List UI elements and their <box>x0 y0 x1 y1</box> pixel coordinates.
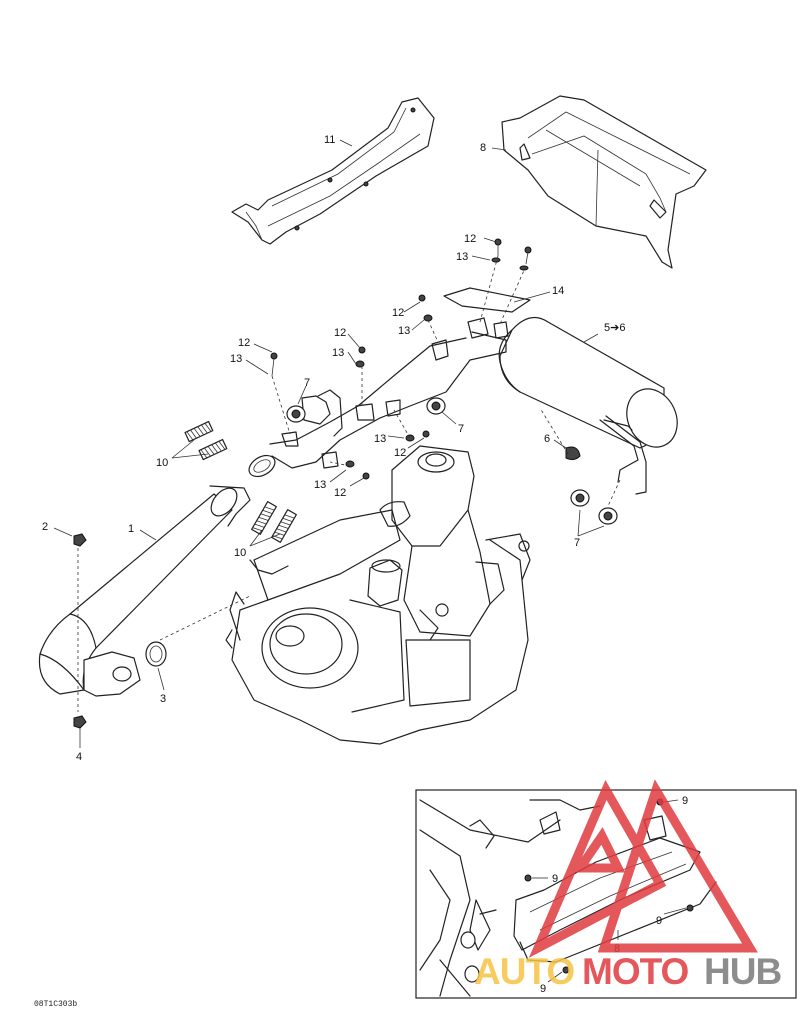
callout-9: 9 <box>656 915 662 927</box>
autmotohub-watermark: AUTO MOTO HUB <box>474 779 782 992</box>
callout-9: 9 <box>540 983 546 995</box>
callout-12: 12 <box>464 233 476 245</box>
callout-9: 9 <box>552 873 558 885</box>
callout-12: 12 <box>394 447 406 459</box>
muffler-5 <box>498 316 678 495</box>
callout-13: 13 <box>314 479 326 491</box>
callout-12: 12 <box>392 307 404 319</box>
heat-shield-11 <box>231 97 435 245</box>
callout-6: 6 <box>544 433 550 445</box>
callout-13: 13 <box>332 347 344 359</box>
guide-lines <box>77 255 621 712</box>
engine-block <box>225 445 531 745</box>
callout-14: 14 <box>552 285 564 297</box>
callout-1: 1 <box>128 523 134 535</box>
callout-12: 12 <box>334 487 346 499</box>
callout-2: 2 <box>42 521 48 533</box>
gasket-3 <box>145 641 167 667</box>
callout-4: 4 <box>76 751 82 763</box>
callout-10: 10 <box>234 547 246 559</box>
nuts-2-4 <box>73 533 87 729</box>
heat-shield-8 <box>501 95 707 269</box>
watermark-auto: AUTO <box>474 951 574 992</box>
watermark-hub: HUB <box>704 951 781 992</box>
callout-7: 7 <box>304 377 310 389</box>
callout-13: 13 <box>374 433 386 445</box>
callout-13: 13 <box>230 353 242 365</box>
callout-10: 10 <box>156 457 168 469</box>
exhaust-pipe-1 <box>38 454 276 697</box>
callout-5-6: 5➔6 <box>604 322 625 334</box>
figure-code: 08T1C303b <box>34 1000 77 1009</box>
callout-3: 3 <box>160 693 166 705</box>
watermark-logo-triangles <box>528 779 758 958</box>
rubber-grommets-7 <box>286 397 618 525</box>
callout-12: 12 <box>334 327 346 339</box>
leader-lines <box>53 139 605 748</box>
callout-7: 7 <box>574 537 580 549</box>
watermark-moto: MOTO <box>582 951 689 992</box>
callout-8: 8 <box>480 142 486 154</box>
callout-13: 13 <box>398 325 410 337</box>
callout-13: 13 <box>456 251 468 263</box>
inset-detail <box>415 789 797 999</box>
callout-11: 11 <box>324 134 335 146</box>
callout-12: 12 <box>238 337 250 349</box>
exhaust-bracket-tube <box>269 287 531 469</box>
callout-7: 7 <box>458 423 464 435</box>
callout-9: 9 <box>682 795 688 807</box>
